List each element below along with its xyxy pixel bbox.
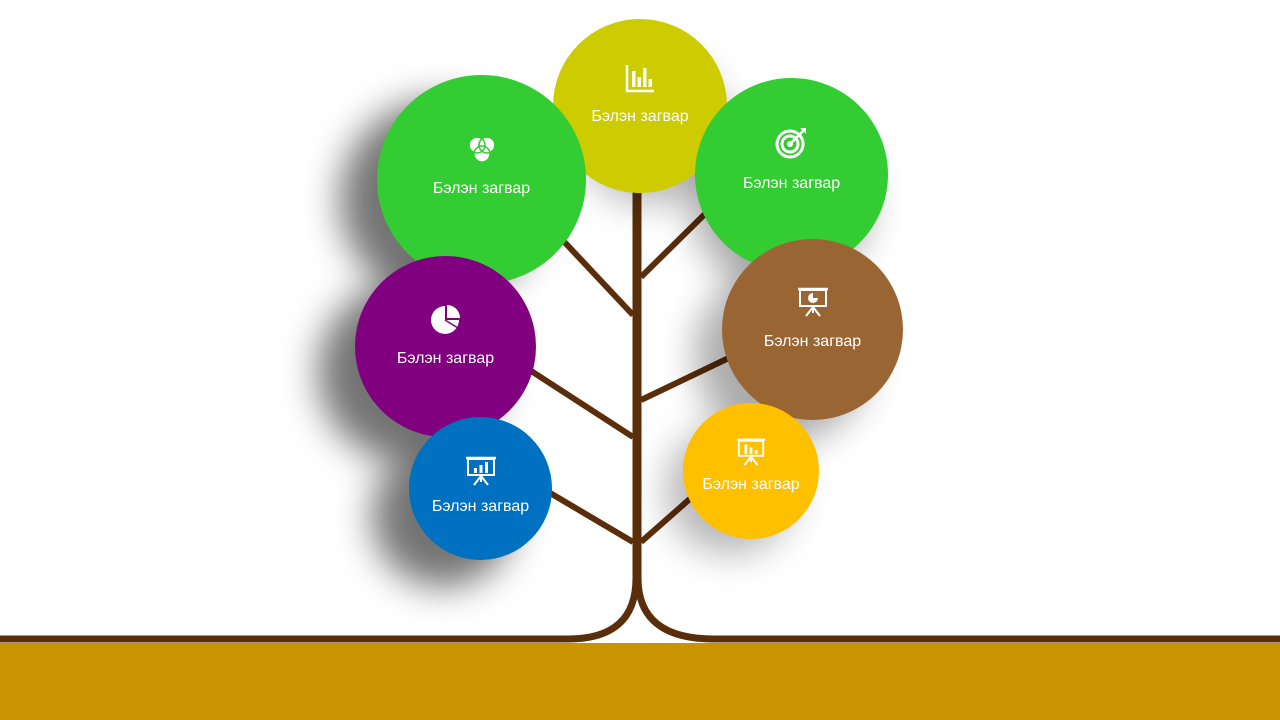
presentation-bars-icon <box>736 438 766 466</box>
branch <box>552 229 636 318</box>
node-upper-right: Бэлэн загвар <box>695 78 888 271</box>
branch <box>639 352 737 403</box>
node-label: Бэлэн загвар <box>432 179 531 197</box>
presentation-pie-icon <box>797 287 828 317</box>
branch <box>523 364 635 440</box>
presentation-bars-icon <box>465 456 496 486</box>
pie-chart-icon <box>430 304 460 334</box>
ground <box>0 643 1280 720</box>
bar-chart-icon <box>625 65 654 93</box>
node-label: Бэлэн загвар <box>742 174 841 192</box>
node-label: Бэлэн загвар <box>431 497 530 515</box>
node-label: Бэлэн загвар <box>702 476 800 493</box>
node-right: Бэлэн загвар <box>722 239 903 420</box>
node-label: Бэлэн загвар <box>763 332 862 350</box>
ground-line <box>0 577 640 643</box>
venn-diagram-icon <box>467 135 496 163</box>
target-icon <box>775 127 806 158</box>
branch <box>538 484 635 545</box>
branch <box>638 204 715 280</box>
node-upper-left: Бэлэн загвар <box>377 75 586 284</box>
node-label: Бэлэн загвар <box>591 108 689 125</box>
ground-line-right <box>634 577 1280 643</box>
node-lower-left: Бэлэн загвар <box>409 417 552 560</box>
node-left: Бэлэн загвар <box>355 256 536 437</box>
node-label: Бэлэн загвар <box>396 349 495 367</box>
node-lower-right: Бэлэн загвар <box>683 403 819 539</box>
